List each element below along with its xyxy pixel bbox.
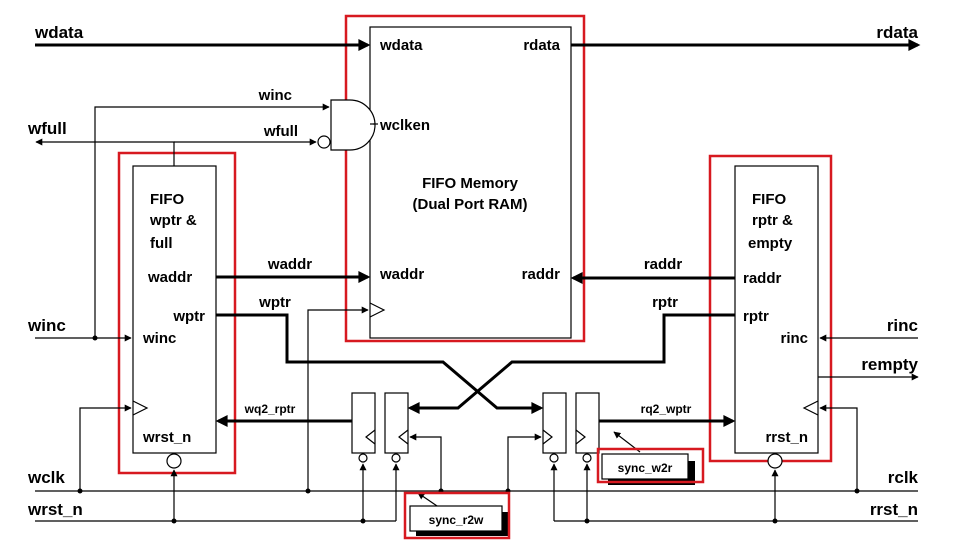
memory-raddr-port: raddr [522, 266, 561, 283]
wrst-bubble-icon [166, 453, 182, 469]
memory-highlight [344, 14, 586, 343]
rptr-title-2: rptr & [752, 212, 793, 229]
wdata-in-label: wdata [34, 23, 84, 42]
sync-r2w-label: sync_r2w [429, 513, 484, 527]
memory-rdata-port: rdata [523, 37, 560, 54]
rdata-out-label: rdata [876, 23, 918, 42]
wptr-wptr-port: wptr [172, 308, 205, 325]
memory-title-1: FIFO Memory [422, 175, 519, 192]
wptr-title-2: wptr & [149, 212, 197, 229]
wptr-bus [216, 313, 544, 414]
memory-title-2: (Dual Port RAM) [413, 196, 528, 213]
waddr-net-label: waddr [267, 256, 312, 273]
rptr-clock-icon [802, 400, 819, 416]
rptr-title-3: empty [748, 235, 793, 252]
wptr-title-3: full [150, 235, 173, 252]
inverter-bubble-icon [317, 135, 331, 149]
memory-wclken-port: wclken [379, 117, 430, 134]
winc-gate-wire [94, 103, 330, 338]
rrst-n-in-label: rrst_n [870, 500, 918, 519]
rq2-wptr-label: rq2_wptr [641, 402, 692, 416]
wptr-full-block [132, 165, 217, 454]
wrst-n-in-label: wrst_n [27, 500, 83, 519]
wptr-net-label: wptr [258, 294, 291, 311]
wfull-out-label: wfull [27, 119, 67, 138]
rclk-in-label: rclk [888, 468, 919, 487]
sync-r2w-callout: sync_r2w [403, 491, 511, 540]
wptr-wrst-port: wrst_n [142, 429, 191, 446]
wptr-title-1: FIFO [150, 191, 184, 208]
winc-in-label: winc [27, 316, 66, 335]
sync-w2r-flops [542, 392, 600, 463]
rptr-rptr-port: rptr [743, 308, 769, 325]
memory-wdata-port: wdata [379, 37, 423, 54]
memory-waddr-port: waddr [379, 266, 424, 283]
rrst-bubble-icon [767, 453, 783, 469]
winc-gate-label: winc [258, 87, 292, 104]
rptr-rinc-port: rinc [780, 330, 808, 347]
fifo-memory-block [369, 26, 572, 339]
wptr-winc-port: winc [142, 330, 176, 347]
rinc-in-label: rinc [887, 316, 918, 335]
and-gate-icon [330, 99, 376, 151]
rptr-net-label: rptr [652, 294, 678, 311]
wptr-waddr-port: waddr [147, 269, 192, 286]
wq2-rptr-label: wq2_rptr [244, 402, 296, 416]
wptr-clock-icon [132, 400, 149, 416]
sync-w2r-callout: sync_w2r [596, 431, 705, 485]
sync-w2r-label: sync_w2r [618, 461, 673, 475]
rptr-raddr-port: raddr [743, 270, 782, 287]
rptr-empty-block [734, 165, 819, 454]
raddr-net-label: raddr [644, 256, 683, 273]
rptr-bus [407, 313, 735, 414]
rptr-rrst-port: rrst_n [765, 429, 808, 446]
memory-clock-icon [369, 302, 386, 318]
wfull-gate-label: wfull [263, 123, 298, 140]
rptr-title-1: FIFO [752, 191, 786, 208]
wclk-in-label: wclk [27, 468, 65, 487]
sync-r2w-flops [351, 392, 409, 463]
rempty-out-label: rempty [861, 355, 918, 374]
